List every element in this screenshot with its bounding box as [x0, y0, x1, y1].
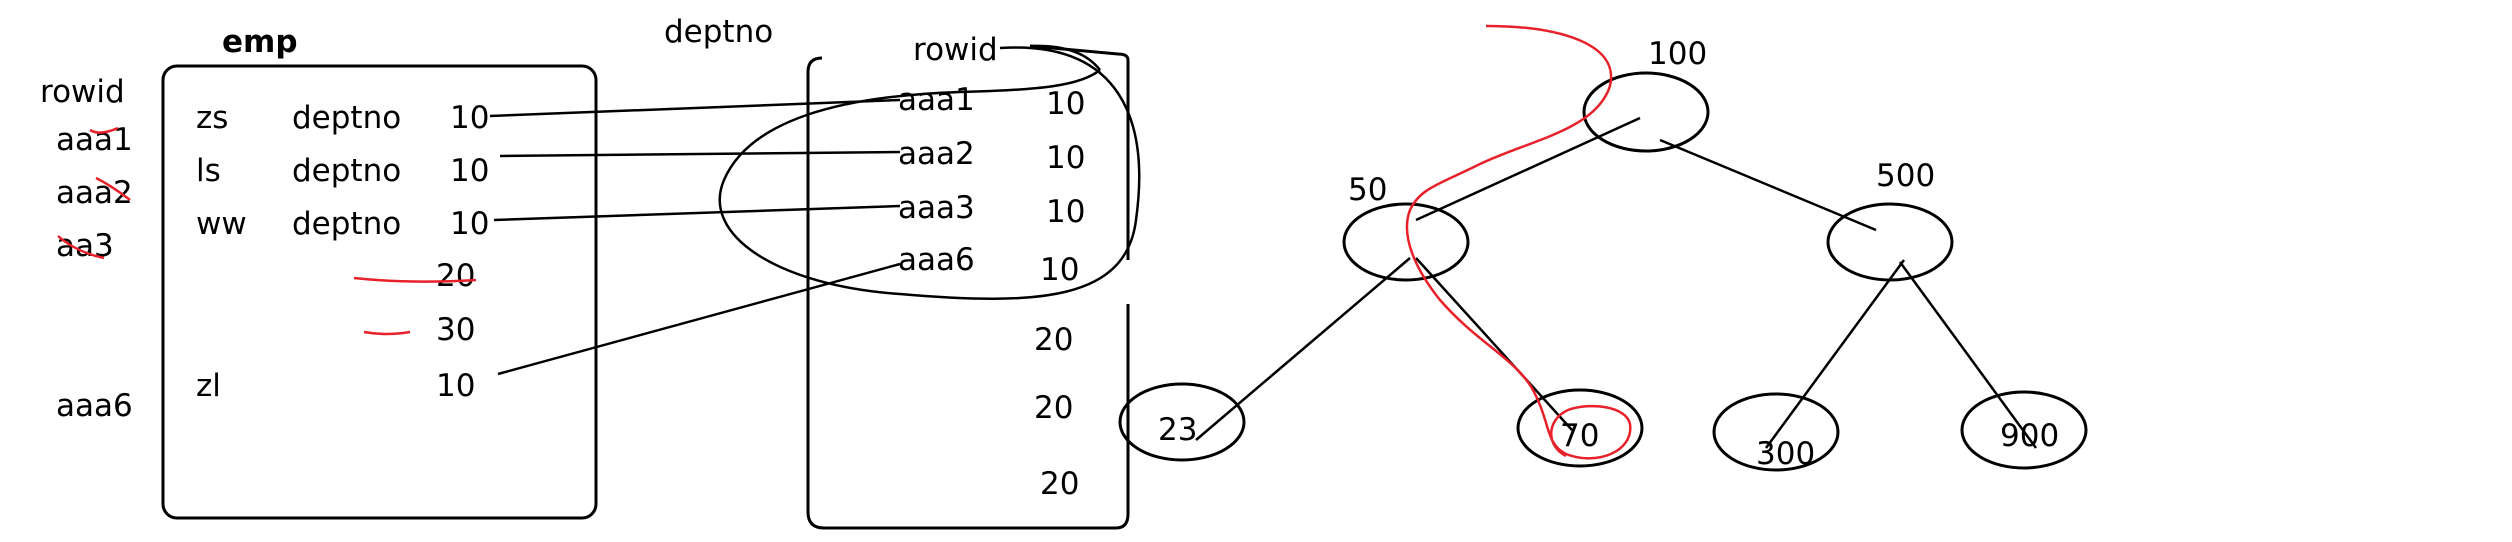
strike-mark-aa3: [57, 235, 105, 260]
index-rowid-3: aaa3: [898, 190, 975, 226]
tree-node-50: [1342, 202, 1470, 282]
tree-label-70: 70: [1560, 418, 1599, 454]
index-rowid-header: rowid: [913, 32, 998, 68]
tree-node-500: [1826, 202, 1954, 282]
emp-row-value-3: 10: [450, 206, 489, 242]
edge-50-23: [1195, 257, 1411, 441]
link-zs-aaa1: [489, 98, 901, 118]
link-ls-aaa2: [499, 150, 901, 158]
index-box: [806, 44, 1130, 530]
index-box-corner: [1029, 44, 1101, 71]
edge-50-70: [1415, 257, 1573, 431]
index-value-2: 10: [1046, 140, 1085, 176]
tree-node-23: [1118, 382, 1246, 462]
tree-node-300: [1712, 392, 1840, 472]
emp-row-value-5: 30: [436, 312, 475, 348]
emp-row-value-4: 20: [436, 258, 475, 294]
emp-rowid-3: aa3: [56, 228, 114, 264]
index-value-5: 20: [1034, 322, 1073, 358]
tree-node-900: [1960, 390, 2088, 470]
strike-mark-30: [363, 330, 411, 336]
emp-row-value-2: 10: [450, 153, 489, 189]
index-value-4: 10: [1040, 252, 1079, 288]
emp-table-box: [161, 64, 598, 520]
strike-mark-20: [353, 276, 477, 283]
tree-label-300: 300: [1756, 436, 1815, 472]
emp-title: emp: [222, 24, 298, 60]
index-value-3: 10: [1046, 194, 1085, 230]
emp-rowid-header: rowid: [40, 74, 125, 110]
emp-rowid-4: aaa6: [56, 388, 133, 424]
tree-label-100: 100: [1648, 36, 1707, 72]
index-rowid-1: aaa1: [898, 82, 975, 118]
emp-row-col-3: deptno: [292, 206, 401, 242]
tree-label-23: 23: [1158, 412, 1197, 448]
emp-rowid-1: aaa1: [56, 122, 133, 158]
index-value-7: 20: [1040, 466, 1079, 502]
emp-row-name-2: ls: [196, 153, 221, 189]
tree-node-70: [1516, 388, 1644, 468]
link-ww-aaa3: [493, 204, 901, 222]
strike-mark-aaa1: [89, 126, 119, 134]
index-selection-loop: [718, 46, 1141, 300]
edge-500-900: [1898, 261, 2038, 449]
emp-row-name-1: zs: [196, 100, 228, 136]
index-rowid-2: aaa2: [898, 136, 975, 172]
strike-mark-aaa2: [95, 176, 131, 201]
tree-node-100: [1582, 71, 1710, 153]
index-value-6: 20: [1034, 390, 1073, 426]
edge-100-500: [1659, 138, 1877, 232]
emp-row-value-1: 10: [450, 100, 489, 136]
index-title: deptno: [664, 14, 773, 50]
search-path-annotation: [1405, 24, 1632, 460]
link-zl-aaa6: [497, 262, 901, 376]
tree-label-500: 500: [1876, 158, 1935, 194]
emp-row-value-6: 10: [436, 368, 475, 404]
emp-row-name-6: zl: [196, 368, 221, 404]
edge-100-50: [1415, 116, 1641, 222]
emp-row-col-2: deptno: [292, 153, 401, 189]
tree-label-50: 50: [1348, 172, 1387, 208]
emp-row-name-3: ww: [196, 206, 247, 242]
index-value-1: 10: [1046, 86, 1085, 122]
tree-label-900: 900: [2000, 418, 2059, 454]
emp-row-col-1: deptno: [292, 100, 401, 136]
edge-500-300: [1764, 259, 1906, 449]
index-rowid-4: aaa6: [898, 242, 975, 278]
